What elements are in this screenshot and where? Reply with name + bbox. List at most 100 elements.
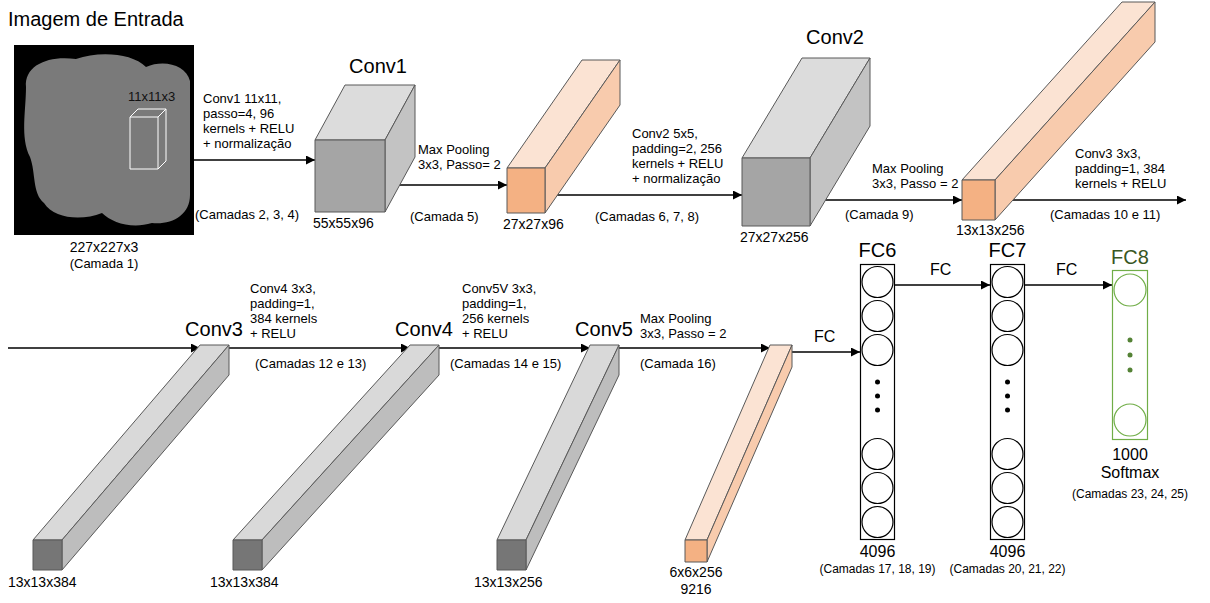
ellipsis-dot	[1005, 408, 1010, 413]
dimension-label: 55x55x96	[313, 215, 374, 231]
flow-arrow	[439, 348, 590, 349]
layer-number: (Camada 1)	[70, 257, 139, 272]
layer-name: FC7	[989, 239, 1027, 262]
prism-front-face	[497, 540, 526, 570]
connector-line	[8, 347, 200, 349]
prism-outline	[507, 168, 545, 213]
dense-layer: FC74096(Camadas 20, 21, 22)	[990, 264, 1025, 540]
conv-volume: Conv155x55x96	[315, 140, 385, 212]
conv-volume: Conv313x13x384	[200, 345, 229, 375]
dimension-label: 227x227x3	[70, 239, 139, 255]
neuron	[862, 507, 893, 538]
connector-line	[439, 347, 590, 349]
layer-number: (Camadas 17, 18, 19)	[819, 563, 935, 577]
prism-outline	[200, 345, 229, 375]
operation-label: Max Pooling 3x3, Passo = 2	[872, 162, 964, 192]
layer-frame	[991, 265, 1025, 540]
ellipsis-dot	[875, 394, 880, 399]
layer-name: Conv1	[349, 55, 407, 78]
flow-arrow	[895, 285, 990, 286]
prism-outline	[742, 158, 810, 226]
layer-name: Conv2	[806, 26, 864, 49]
output-layer: FC81000 Softmax(Camadas 23, 24, 25)	[1112, 270, 1148, 440]
connector-line	[895, 284, 990, 286]
prism-front-face	[315, 140, 385, 212]
flow-arrow	[545, 195, 742, 196]
prism-side-face	[545, 60, 620, 213]
ellipsis-dot	[875, 408, 880, 413]
kernel-edge	[138, 109, 166, 161]
conv-volume: Conv413x13x384	[410, 345, 439, 375]
layer-number: (Camadas 14 e 15)	[450, 357, 561, 372]
flow-arrow	[792, 352, 860, 353]
ellipsis-dot	[1128, 338, 1133, 343]
dimension-label: 13x13x384	[210, 574, 279, 590]
prism-top-face	[685, 345, 792, 540]
operation-label: Conv2 5x5, padding=2, 256 kernels + RELU…	[632, 127, 730, 187]
layer-number: (Camadas 23, 24, 25)	[1072, 488, 1188, 502]
neuron	[862, 335, 893, 366]
unit-count: 4096	[860, 543, 896, 561]
prism-side-face	[262, 345, 439, 570]
operation-label: Conv5V 3x3, padding=1, 256 kernels + REL…	[462, 282, 539, 342]
pool-volume: 27x27x96	[507, 168, 545, 213]
conv-volume: Conv513x13x256	[590, 345, 619, 375]
layer-number: (Camada 9)	[845, 208, 914, 223]
layer-number: (Camada 16)	[640, 357, 716, 372]
prism-front-face	[685, 540, 707, 562]
flow-arrow	[194, 160, 315, 161]
unit-count: 1000 Softmax	[1090, 446, 1170, 483]
layer-name: Conv4	[395, 318, 453, 341]
prism-outline	[962, 180, 995, 220]
neuron	[992, 507, 1023, 538]
layer-number: (Camadas 2, 3, 4)	[195, 208, 299, 223]
neuron	[862, 267, 893, 298]
prism-front-face	[962, 180, 995, 220]
prism-side-face	[526, 345, 619, 570]
dimension-label: 13x13x256	[474, 574, 543, 590]
layer-frame	[861, 265, 895, 540]
operation-label: Conv3 3x3, padding=1, 384 kernels + RELU	[1075, 147, 1190, 192]
neuron	[992, 473, 1023, 504]
operation-label: Max Pooling 3x3, Passo= 2	[418, 143, 510, 173]
prism-front-face	[742, 158, 810, 226]
kernel-edge	[130, 117, 158, 169]
operation-label: FC	[1056, 261, 1096, 279]
operation-label: FC	[814, 328, 854, 346]
flow-arrow	[810, 200, 962, 201]
dimension-label: 6x6x256	[670, 564, 723, 580]
conv-volume: Conv227x27x256	[742, 158, 810, 226]
connector-line	[792, 351, 860, 353]
neuron	[992, 267, 1023, 298]
operation-label: Max Pooling 3x3, Passo = 2	[640, 312, 732, 342]
prism-front-face	[33, 540, 62, 570]
layer-number: (Camadas 10 e 11)	[1050, 208, 1160, 223]
image-outline	[14, 45, 194, 235]
fc-outline	[990, 264, 1025, 540]
prism-outline	[770, 345, 792, 367]
neuron	[862, 301, 893, 332]
input-image: Imagem de Entrada11x11x3227x227x3(Camada…	[14, 45, 194, 235]
fc-outline	[860, 264, 895, 540]
neuron	[992, 335, 1023, 366]
neuron	[992, 301, 1023, 332]
layer-name: FC6	[859, 239, 897, 262]
prism-outline	[410, 345, 439, 375]
image-title: Imagem de Entrada	[8, 8, 184, 31]
flow-arrow	[229, 348, 410, 349]
ellipsis-dot	[1128, 353, 1133, 358]
prism-side-face	[385, 85, 415, 212]
pool-volume: 6x6x2569216	[770, 345, 792, 367]
ellipsis-dot	[875, 380, 880, 385]
ellipsis-dot	[1005, 394, 1010, 399]
kernel-size: 11x11x3	[128, 90, 175, 105]
operation-label: FC	[930, 261, 970, 279]
prism-top-face	[233, 345, 439, 540]
layer-number: (Camadas 6, 7, 8)	[595, 210, 699, 225]
connector-line	[995, 199, 1186, 201]
connector-line	[545, 194, 742, 196]
image-background	[14, 45, 194, 235]
layer-name: Conv3	[185, 318, 243, 341]
kernel-edge	[130, 109, 138, 117]
pool-volume: 13x13x256	[962, 180, 995, 220]
